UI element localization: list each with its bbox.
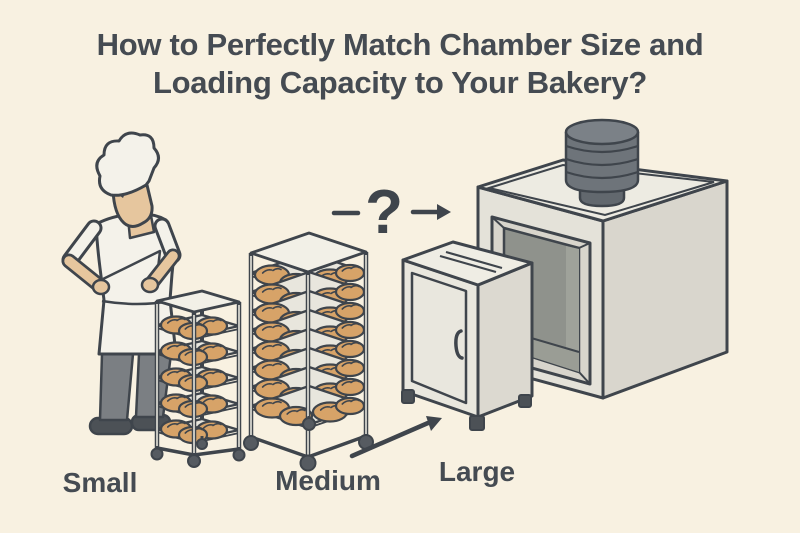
rack-top-tray: [249, 231, 368, 274]
cabinet-door-handle: [454, 329, 464, 360]
title-line-2: Loading Capacity to Your Bakery?: [153, 65, 647, 100]
arrow-right-icon: [410, 204, 451, 220]
rack-bottom-frame: [156, 446, 240, 457]
bread-loaf: [334, 396, 366, 416]
bread-loaf: [334, 282, 366, 302]
cabinet-door: [410, 271, 468, 405]
arrow-up-right-icon: [349, 416, 442, 459]
label-small: Small: [63, 467, 138, 498]
bread-shelf: [155, 339, 241, 367]
chef-left-arm: [61, 219, 108, 294]
bread-shelf: [155, 417, 241, 445]
chef-pants: [98, 352, 173, 422]
oven-chimney: [564, 118, 640, 208]
caster-wheel: [150, 446, 164, 461]
cabinet-side-face: [476, 261, 534, 419]
bread-shelf: [155, 391, 241, 419]
bread-loaf: [334, 377, 366, 397]
chef-left-hand: [91, 278, 111, 296]
caster-wheel: [232, 447, 246, 462]
caster-wheel: [302, 416, 316, 431]
caster-wheel: [243, 435, 259, 451]
rack-top-tray: [155, 289, 241, 314]
cabinet-top-vent-lines: [439, 250, 503, 274]
chef-hat: [95, 131, 160, 197]
bread-loaf: [334, 301, 366, 321]
caster-wheel: [299, 454, 317, 472]
question-mark: ?: [365, 178, 403, 247]
medium-bread-rack: [243, 231, 374, 472]
oven-top-inset-line: [485, 163, 715, 217]
bread-loaf: [334, 339, 366, 359]
bread-loaf: [334, 263, 366, 283]
chef-right-hand: [140, 276, 160, 294]
label-large: Large: [439, 456, 515, 487]
cabinet-feet: [401, 389, 532, 431]
caster-wheel: [187, 453, 201, 468]
caster-wheel: [196, 436, 208, 450]
title-line-1: How to Perfectly Match Chamber Size and: [97, 27, 704, 62]
chef-figure: [61, 131, 182, 436]
bread-loaf: [334, 320, 366, 340]
bread-loaf: [334, 358, 366, 378]
label-medium: Medium: [275, 465, 381, 496]
small-bread-rack: [150, 289, 246, 468]
question-group: ?: [331, 178, 451, 247]
bread-shelf: [155, 365, 241, 393]
large-oven-cabinet: [401, 240, 534, 431]
